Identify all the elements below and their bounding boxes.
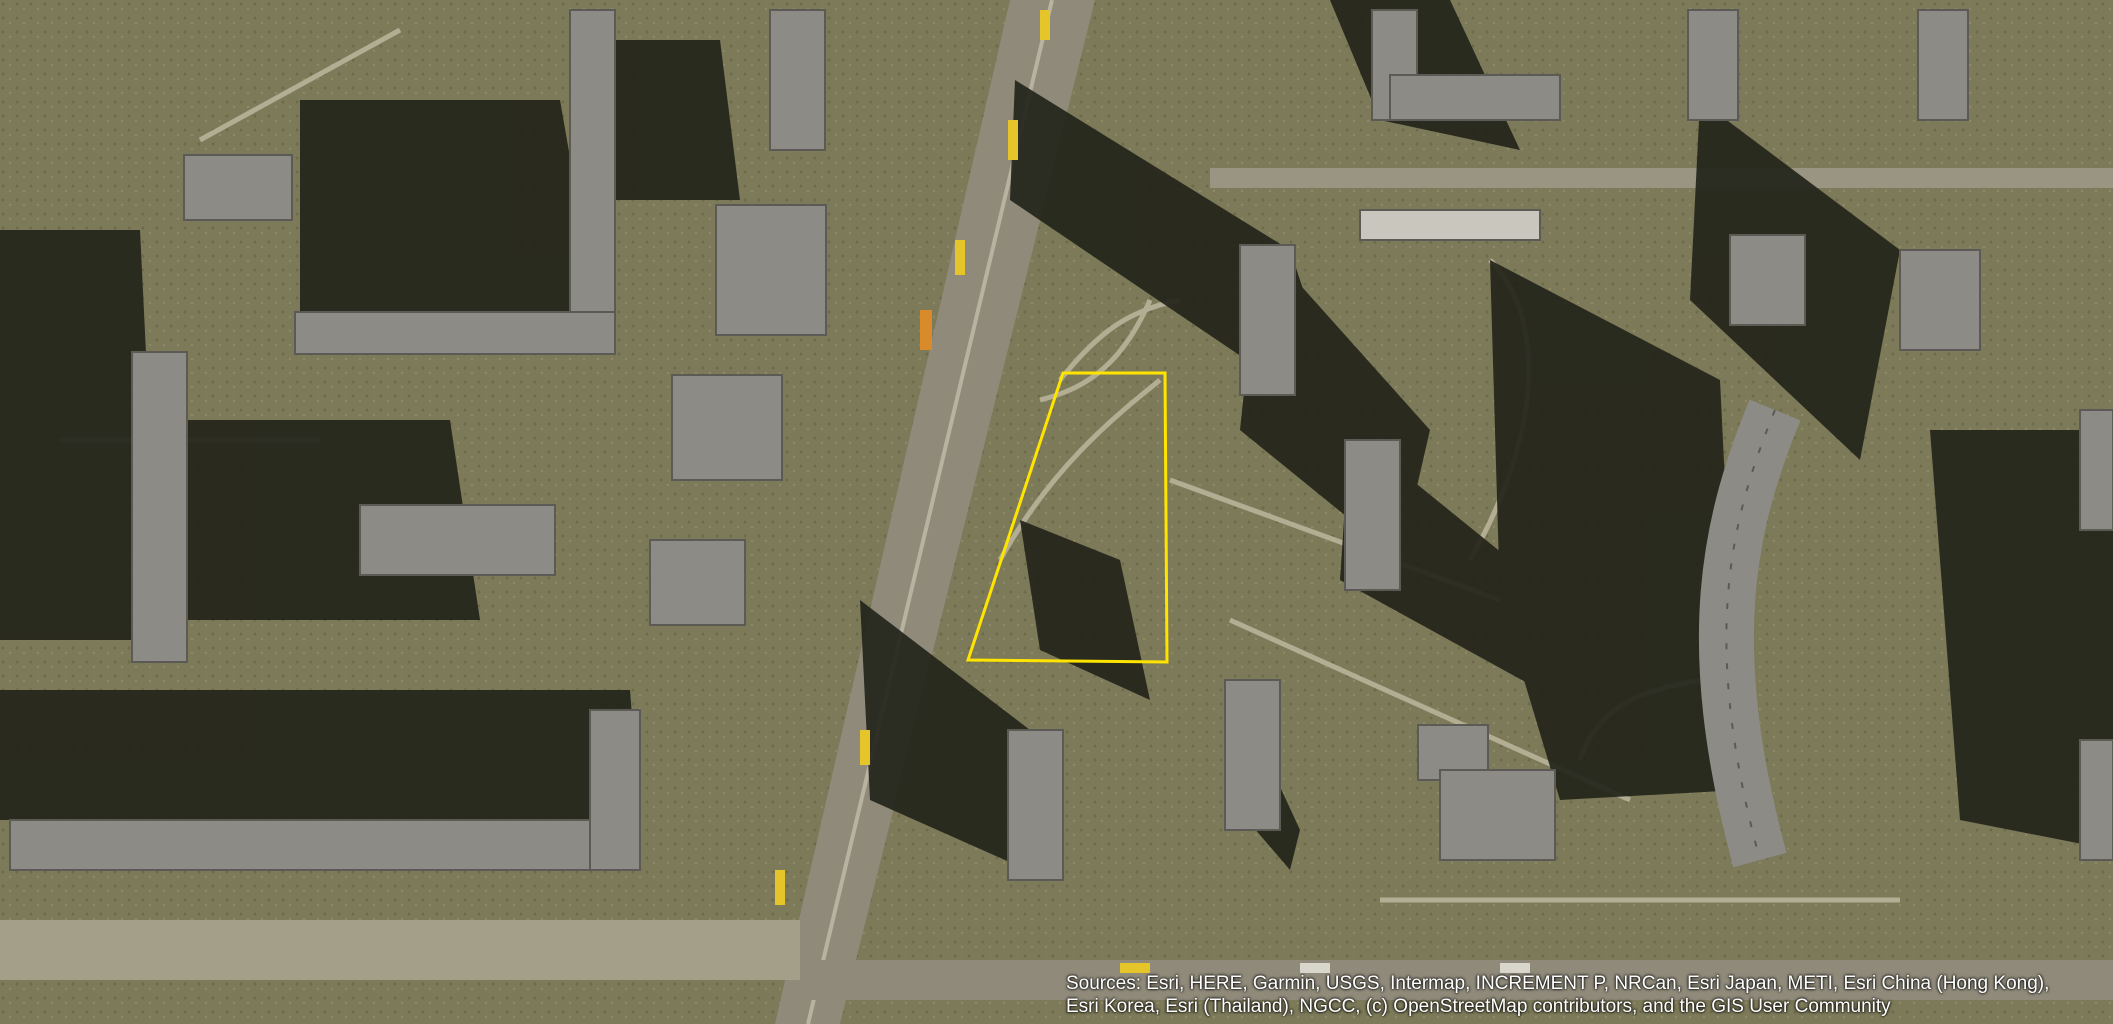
- bottom-road: [800, 960, 2113, 1000]
- main-road: [775, 0, 1095, 1024]
- upper-road: [1210, 168, 2113, 188]
- highlighted-parcel-outline[interactable]: [965, 371, 1169, 664]
- bottom-sidewalk: [0, 920, 800, 980]
- curved-building: [1698, 399, 1801, 868]
- map-attribution: Sources: Esri, HERE, Garmin, USGS, Inter…: [1066, 973, 2050, 1017]
- buildings: [9, 9, 2113, 881]
- vehicles: [775, 10, 1530, 973]
